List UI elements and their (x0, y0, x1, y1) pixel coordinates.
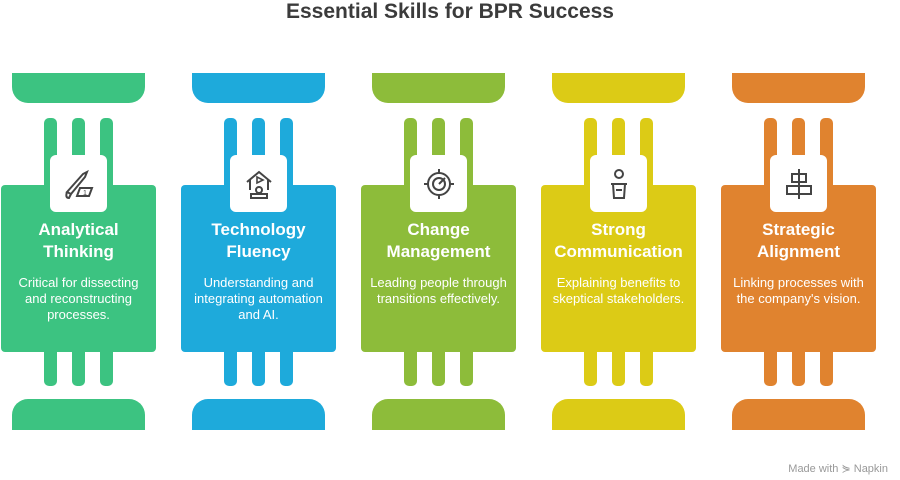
skill-title-line1: Technology (211, 220, 306, 239)
skill-description: Explaining benefits to skeptical stakeho… (552, 275, 685, 306)
skill-description: Linking processes with the company's vis… (733, 275, 864, 306)
column-pillar (404, 346, 417, 386)
skill-title-line1: Strategic (762, 220, 835, 239)
page-title: Essential Skills for BPR Success (286, 0, 614, 23)
align-center-icon (785, 168, 812, 199)
skill-title-line2: Thinking (43, 242, 114, 261)
icon-box (230, 155, 287, 212)
skill-title-line1: Strong (591, 220, 646, 239)
icon-box: 1 (50, 155, 107, 212)
column-pillar (72, 346, 85, 386)
column-pillar (640, 346, 653, 386)
column-pillar (252, 346, 265, 386)
column-top-cap (372, 73, 505, 103)
skill-description: Leading people through transitions effec… (370, 275, 507, 306)
target-gauge-icon (423, 168, 454, 199)
skill-title-line1: Analytical (38, 220, 119, 239)
skill-title-line2: Alignment (756, 242, 841, 261)
column-pillar (280, 346, 293, 386)
column-pillar (432, 346, 445, 386)
icon-box (590, 155, 647, 212)
icon-box (410, 155, 467, 212)
skill-title-line1: Change (407, 220, 470, 239)
column-pillar (764, 346, 777, 386)
column-pillar (100, 346, 113, 386)
column-bottom-cap (732, 399, 865, 430)
column-bottom-cap (192, 399, 325, 430)
smart-home-robot-icon (245, 170, 272, 199)
column-top-cap (732, 73, 865, 103)
skill-title-line2: Fluency (226, 242, 291, 261)
skill-title-line2: Management (386, 242, 491, 261)
column-top-cap (552, 73, 685, 103)
column-top-cap (12, 73, 145, 103)
column-pillar (44, 346, 57, 386)
column-pillar (612, 346, 625, 386)
icon-box (770, 155, 827, 212)
napkin-credit: Made with ⋟ Napkin (788, 463, 888, 475)
column-bottom-cap (12, 399, 145, 430)
svg-text:1: 1 (83, 190, 87, 197)
column-pillar (792, 346, 805, 386)
knife-evidence-icon: 1 (64, 169, 93, 199)
column-pillar (584, 346, 597, 386)
column-bottom-cap (552, 399, 685, 430)
skill-title-line2: Communication (554, 242, 683, 261)
skill-description: Understanding and integrating automation… (194, 275, 323, 322)
column-top-cap (192, 73, 325, 103)
skill-description: Critical for dissecting and reconstructi… (18, 275, 139, 322)
column-pillar (224, 346, 237, 386)
column-pillar (820, 346, 833, 386)
column-pillar (460, 346, 473, 386)
column-bottom-cap (372, 399, 505, 430)
speaker-podium-icon (610, 168, 627, 199)
